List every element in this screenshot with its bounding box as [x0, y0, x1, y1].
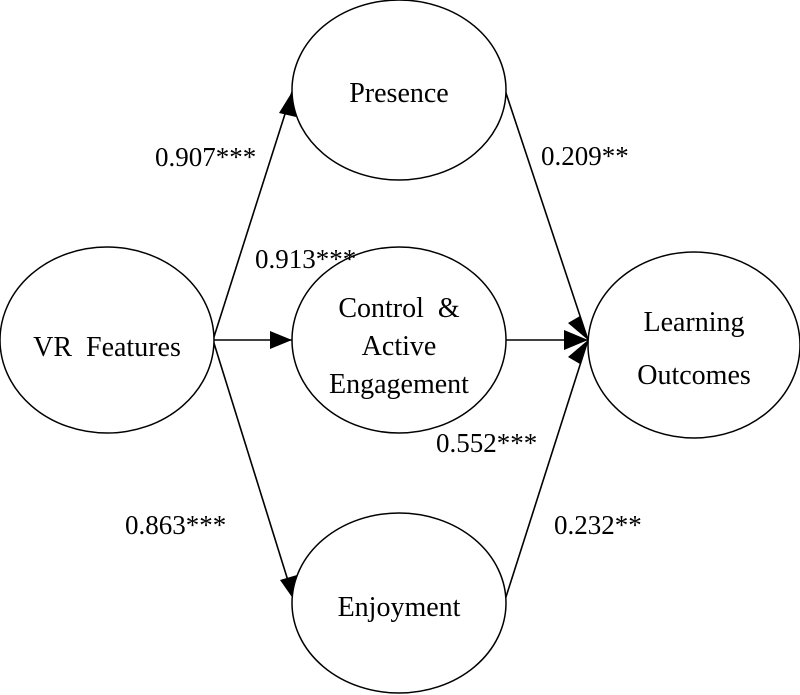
arrowhead-vr-control [270, 331, 292, 349]
arrowhead-control-learning [564, 330, 588, 350]
node-control-label-line-1: Control & [338, 293, 460, 324]
node-learning-label-line-1: Learning [643, 307, 744, 338]
edge-vr-enjoyment [212, 339, 295, 601]
node-presence [291, 0, 507, 181]
edge-vr-presence [212, 91, 293, 341]
arrowhead-presence-learning [568, 316, 588, 340]
node-vr-features-label: VR Features [33, 332, 181, 363]
edge-label-vr-control: 0.913*** [255, 244, 356, 274]
node-control-label-line-3: Engagement [329, 369, 469, 400]
node-presence-label: Presence [349, 78, 449, 109]
node-enjoyment [291, 512, 507, 694]
edge-enjoyment-learning [504, 339, 589, 601]
node-learning-label-line-2: Outcomes [637, 360, 751, 391]
node-learning-outcomes [587, 251, 800, 439]
edge-label-vr-enjoyment: 0.863*** [125, 510, 226, 540]
node-vr-features [0, 246, 215, 434]
node-enjoyment-label: Enjoyment [338, 592, 461, 623]
edge-labels: 0.907*** 0.913*** 0.863*** 0.209** 0.552… [125, 141, 642, 540]
node-control-label-line-2: Active [362, 331, 437, 362]
arrowhead-enjoyment-learning [568, 340, 588, 364]
node-labels: VR Features Presence Control & Active En… [33, 78, 751, 623]
edge-presence-learning [504, 89, 589, 341]
edge-label-presence-learning: 0.209** [541, 141, 629, 171]
edge-label-enjoyment-learning: 0.232** [554, 510, 642, 540]
node-control-active-engagement [291, 246, 507, 434]
edge-label-vr-presence: 0.907*** [155, 142, 256, 172]
edge-label-control-learning: 0.552*** [436, 428, 537, 458]
